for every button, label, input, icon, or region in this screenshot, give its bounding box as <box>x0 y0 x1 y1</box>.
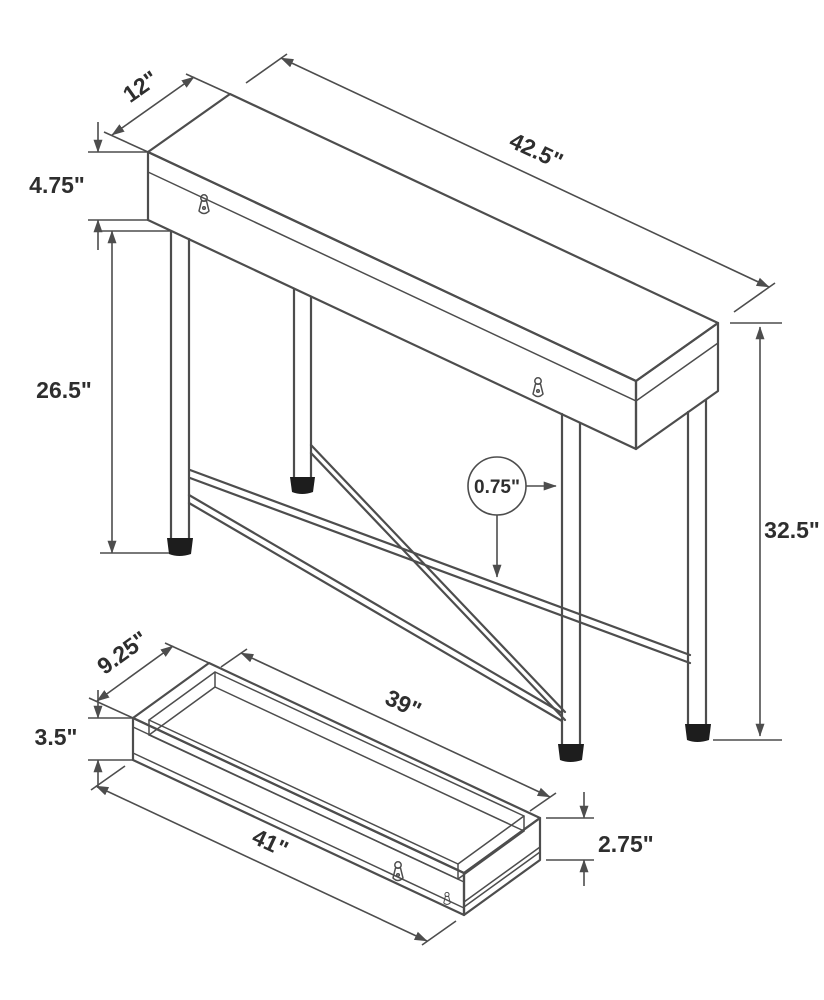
dim-label-drawer-depth: 9.25" <box>92 626 152 680</box>
tabletop-front-face <box>146 150 638 451</box>
dimension-drawer-front-height: 3.5" <box>35 690 133 788</box>
dim-label-drawer-outer-length: 41" <box>248 823 292 862</box>
dim-label-tube-thickness: 0.75" <box>474 477 520 498</box>
dimension-drawer-inner-length: 39" <box>220 648 557 812</box>
callout-tube-thickness: 0.75" <box>467 456 557 578</box>
drawer-front-rail-line <box>132 752 465 909</box>
left-drop-pull <box>198 194 210 215</box>
back-left-foot <box>290 477 315 494</box>
drawer-latch <box>443 891 451 906</box>
drawer-view <box>131 661 542 917</box>
front-rail <box>187 493 564 723</box>
dim-label-drawer-inner-length: 39" <box>381 684 425 723</box>
dimension-drawer-side-height: 2.75" <box>546 792 654 886</box>
tabletop-right-face <box>634 321 720 451</box>
drawer-slide-rail-2 <box>463 846 541 903</box>
right-seam-line <box>635 342 719 402</box>
dim-label-apron-height: 4.75" <box>29 172 85 198</box>
dimension-leg-height: 26.5" <box>36 230 171 554</box>
x-stretcher-brace <box>188 443 692 722</box>
dimension-apron-height: 4.75" <box>29 122 148 250</box>
tabletop-top-face <box>146 92 720 383</box>
drawer-right-face <box>462 816 542 917</box>
right-drop-pull <box>532 377 544 398</box>
drawer-slide-rail-1 <box>463 851 541 908</box>
dim-label-drawer-side-height: 2.75" <box>598 831 654 857</box>
dim-label-overall-height: 32.5" <box>764 517 820 543</box>
front-right-leg <box>558 412 584 762</box>
dimension-top-length: 42.5" <box>245 53 776 313</box>
dim-label-drawer-front-height: 3.5" <box>35 724 78 750</box>
drawer-front-rim-line <box>132 726 465 883</box>
callout-circle <box>467 456 527 516</box>
front-left-leg <box>167 229 193 556</box>
drawer-top-rim <box>131 661 542 875</box>
front-right-foot <box>558 744 584 762</box>
dimension-overall-height: 32.5" <box>713 322 820 741</box>
front-left-foot <box>167 538 193 556</box>
back-right-leg <box>685 398 711 742</box>
drawer-inner-rim <box>148 671 525 865</box>
back-left-leg <box>290 287 315 494</box>
front-seam-line <box>147 171 637 402</box>
tabletop <box>146 92 720 451</box>
console-table-view <box>146 92 720 762</box>
dim-label-top-depth: 12" <box>118 65 163 107</box>
drawer-dimensions: 9.25" 39" 3.5" 41" 2.75" <box>35 626 654 946</box>
dim-label-leg-height: 26.5" <box>36 377 92 403</box>
back-right-foot <box>685 724 711 742</box>
